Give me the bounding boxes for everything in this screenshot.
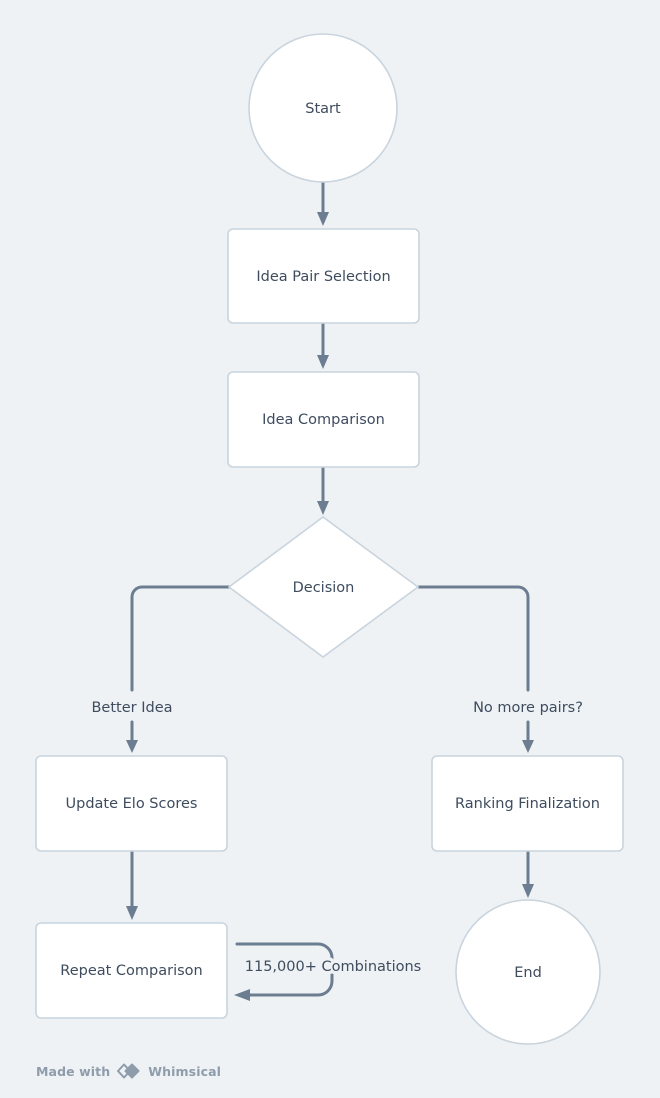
- edge-repeat-comparison-loop: [234, 942, 334, 1001]
- node-ranking-finalization[interactable]: Ranking Finalization: [431, 755, 624, 852]
- repeat-comparison-label: Repeat Comparison: [60, 963, 202, 979]
- node-start[interactable]: Start: [248, 33, 398, 183]
- edge-start-to-idea-pair-selection: [317, 180, 329, 226]
- edge-update-elo-scores-to-repeat-comparison: [126, 849, 138, 920]
- node-repeat-comparison[interactable]: Repeat Comparison: [35, 922, 228, 1019]
- start-label: Start: [305, 101, 341, 117]
- combinations-label-halo: 115,000+ Combinations: [245, 959, 421, 975]
- update-elo-scores-box[interactable]: [35, 755, 228, 852]
- edge-decision-to-ranking-finalization: [417, 585, 534, 753]
- node-idea-pair-selection[interactable]: Idea Pair Selection: [227, 228, 420, 324]
- arrowhead: [317, 355, 329, 369]
- arrowhead: [522, 884, 534, 898]
- edge-idea-pair-selection-to-idea-comparison: [317, 321, 329, 369]
- idea-comparison-label: Idea Comparison: [262, 412, 385, 428]
- idea-pair-selection-label: Idea Pair Selection: [256, 269, 390, 285]
- arrowhead: [522, 740, 534, 753]
- watermark-prefix: Made with: [36, 1063, 111, 1079]
- watermark-brand: Whimsical: [148, 1063, 222, 1079]
- ranking-finalization-box[interactable]: [431, 755, 624, 852]
- edge-label-combinations: 115,000+ Combinations: [245, 959, 421, 975]
- node-decision[interactable]: Decision: [227, 516, 420, 658]
- connector-line: [130, 585, 231, 692]
- edge-label-better-idea: Better Idea: [91, 700, 172, 716]
- arrowhead: [234, 989, 250, 1001]
- node-update-elo-scores[interactable]: Update Elo Scores: [35, 755, 228, 852]
- connector-line: [417, 585, 530, 692]
- idea-pair-selection-box[interactable]: [227, 228, 420, 324]
- update-elo-scores-label: Update Elo Scores: [66, 796, 198, 812]
- edge-ranking-finalization-to-end: [522, 849, 534, 898]
- start-circle[interactable]: [248, 33, 398, 183]
- arrowhead: [126, 740, 138, 753]
- connector-line: [235, 942, 334, 997]
- edge-label-no-more-pairs: No more pairs?: [473, 700, 583, 716]
- decision-label: Decision: [293, 580, 355, 596]
- end-label: End: [514, 965, 542, 981]
- whimsical-watermark[interactable]: Made with Whimsical: [36, 1062, 221, 1080]
- arrowhead: [317, 212, 329, 226]
- edge-label-combinations-group: 115,000+ Combinations 115,000+ Combinati…: [241, 956, 424, 979]
- decision-diamond[interactable]: [227, 516, 420, 658]
- edge-idea-comparison-to-decision: [317, 465, 329, 515]
- ranking-finalization-label: Ranking Finalization: [455, 796, 600, 812]
- whimsical-diamond-logo-icon: [117, 1063, 140, 1079]
- node-idea-comparison[interactable]: Idea Comparison: [227, 371, 420, 468]
- edge-decision-to-update-elo-scores: [126, 585, 231, 753]
- arrowhead: [126, 906, 138, 920]
- repeat-comparison-box[interactable]: [35, 922, 228, 1019]
- end-circle[interactable]: [455, 899, 601, 1045]
- idea-comparison-box[interactable]: [227, 371, 420, 468]
- node-end[interactable]: End: [455, 899, 601, 1045]
- arrowhead: [317, 501, 329, 515]
